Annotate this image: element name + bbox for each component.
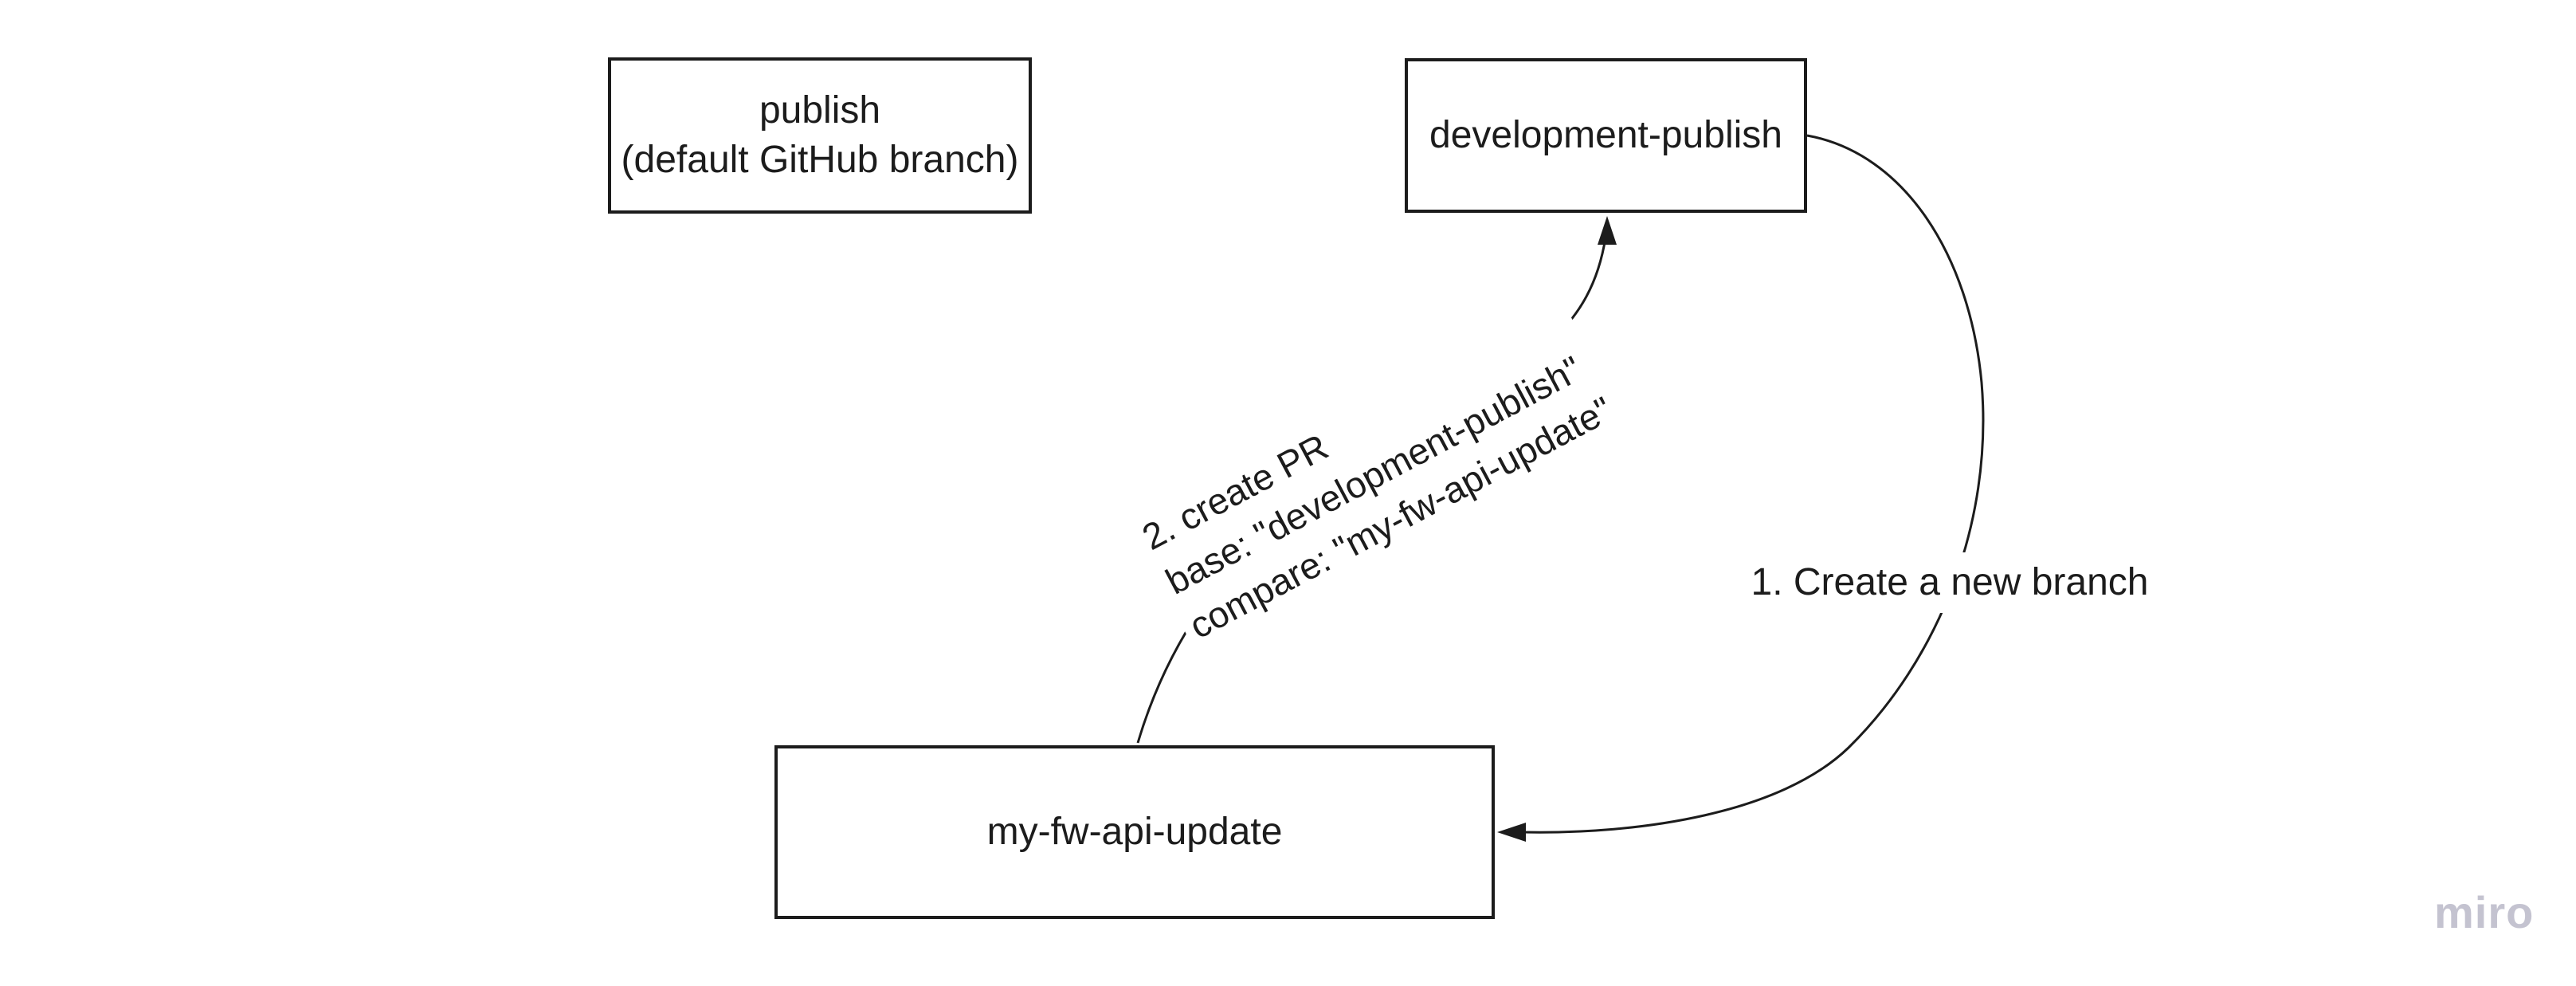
node-publish-label: publish bbox=[759, 88, 881, 132]
edge-create-branch-arrowhead bbox=[1497, 823, 1526, 842]
node-development-publish[interactable]: development-publish bbox=[1405, 58, 1807, 213]
edge-create-pr-arrowhead bbox=[1598, 216, 1617, 245]
node-publish[interactable]: publish (default GitHub branch) bbox=[608, 57, 1032, 214]
edge-label-create-branch[interactable]: 1. Create a new branch bbox=[1741, 552, 2158, 613]
node-my-fw-api-update[interactable]: my-fw-api-update bbox=[774, 745, 1495, 919]
node-development-publish-label: development-publish bbox=[1429, 113, 1782, 156]
node-publish-sublabel: (default GitHub branch) bbox=[621, 139, 1019, 181]
node-my-fw-api-update-label: my-fw-api-update bbox=[986, 810, 1283, 853]
edge-create-branch-line[interactable] bbox=[1521, 134, 1985, 834]
miro-watermark: miro bbox=[2434, 887, 2535, 937]
